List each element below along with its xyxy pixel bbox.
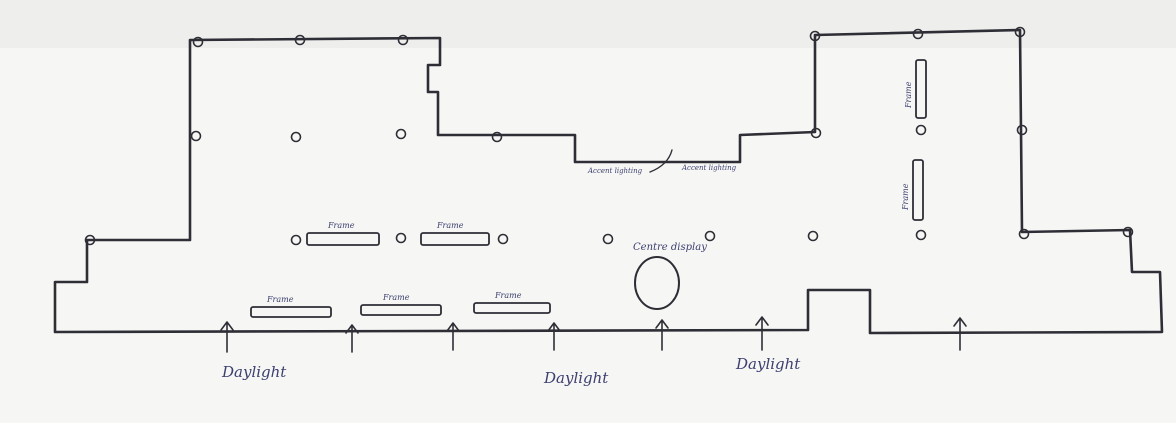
column [290, 234, 302, 246]
frame-rect [250, 306, 332, 318]
column [810, 127, 822, 139]
frame-rect [915, 59, 927, 119]
daylight-label: Daylight [221, 363, 287, 381]
column [1018, 228, 1030, 240]
column [397, 34, 409, 46]
daylight-label: Daylight [735, 355, 801, 373]
accent-lighting-label: Accent lighting [681, 164, 737, 172]
frame-label: Frame [382, 293, 410, 302]
column [704, 230, 716, 242]
daylight-label: Daylight [543, 369, 609, 387]
arrow-up-icon [755, 316, 769, 351]
column [915, 229, 927, 241]
frame-label: Frame [327, 221, 355, 230]
column [290, 131, 302, 143]
column [915, 124, 927, 136]
frames [250, 59, 927, 318]
outer-wall [53, 28, 1164, 335]
column [395, 128, 407, 140]
frame-label: Frame [901, 183, 910, 211]
column [497, 233, 509, 245]
arrow-up-icon [446, 322, 460, 351]
columns [84, 26, 1134, 246]
arrow-up-icon [345, 324, 359, 353]
column [809, 30, 821, 42]
column [807, 230, 819, 242]
column [912, 28, 924, 40]
frame-rect [473, 302, 551, 314]
column [1016, 124, 1028, 136]
column [1122, 226, 1134, 238]
column [491, 131, 503, 143]
arrow-up-icon [655, 319, 669, 351]
frame-rect [306, 232, 380, 246]
column [602, 233, 614, 245]
paper-top-shadow [0, 0, 1176, 48]
frame-rect [360, 304, 442, 316]
column [294, 34, 306, 46]
frame-label: Frame [436, 221, 464, 230]
daylight-arrows [220, 316, 967, 353]
centre-display-circle [634, 256, 680, 310]
column [192, 36, 204, 48]
column [84, 234, 96, 246]
accent-light-arc [649, 149, 673, 173]
column [190, 130, 202, 142]
accent-lighting-label: Accent lighting [587, 167, 643, 175]
column [1014, 26, 1026, 38]
centre-display-label: Centre display [633, 242, 707, 253]
frame-label: Frame [266, 295, 294, 304]
column [395, 232, 407, 244]
frame-rect [912, 159, 924, 221]
frame-rect [420, 232, 490, 246]
frame-label: Frame [904, 81, 913, 109]
arrow-up-icon [953, 317, 967, 351]
arrow-up-icon [547, 322, 561, 351]
arrow-up-icon [220, 321, 234, 353]
frame-label: Frame [494, 291, 522, 300]
